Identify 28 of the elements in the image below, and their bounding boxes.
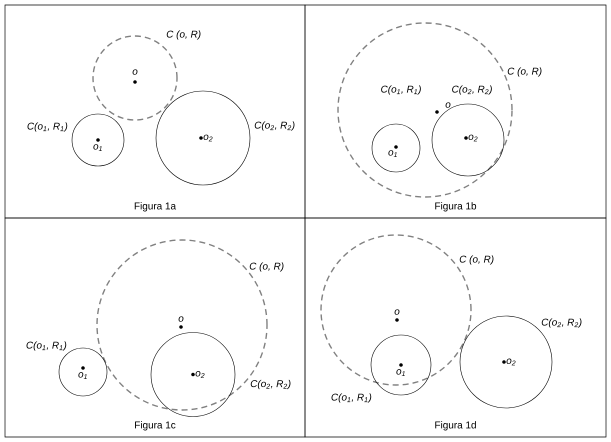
circle-label: C(o$_{1}$, R$_{1}$)	[381, 85, 421, 95]
center-label: o$_{2}$	[196, 371, 205, 378]
panel-caption: Figura 1b	[435, 202, 476, 212]
circle-label: C(o$_{2}$, R$_{2}$)	[452, 85, 492, 95]
center-label: o$_{1}$	[93, 144, 102, 152]
center-label: o	[446, 102, 450, 108]
circle-label: C(o$_{1}$, R$_{1}$)	[332, 393, 372, 403]
center-label: o	[394, 309, 400, 315]
center-label: o$_{1}$	[396, 369, 405, 376]
circle-label: C(o$_{2}$, R$_{2}$)	[250, 380, 290, 390]
center-label: o	[132, 69, 138, 75]
panel-caption: Figura 1d	[435, 421, 476, 430]
center-label: o$_{1}$	[388, 150, 397, 158]
circle-label: C (o, R)	[460, 255, 494, 265]
circle-label: C (o, R)	[250, 262, 284, 272]
circle-label: C(o$_{2}$, R$_{2}$)	[542, 318, 582, 328]
circle-label: C(o$_{1}$, R$_{1}$)	[26, 341, 66, 351]
circle-label: C (o, R)	[166, 30, 200, 40]
circle-label: C(o$_{1}$, R$_{1}$)	[28, 122, 68, 132]
circle-label: C (o, R)	[508, 67, 542, 77]
panel-caption: Figura 1a	[134, 202, 176, 212]
center-label: o	[178, 316, 184, 322]
center-label: o$_{2}$	[468, 134, 478, 142]
center-label: o$_{1}$	[78, 372, 87, 380]
panel-caption: Figura 1c	[135, 421, 176, 430]
center-label: o$_{2}$	[204, 134, 213, 142]
center-label: o$_{2}$	[506, 358, 516, 366]
circle-label: C(o$_{2}$, R$_{2}$)	[254, 121, 294, 131]
